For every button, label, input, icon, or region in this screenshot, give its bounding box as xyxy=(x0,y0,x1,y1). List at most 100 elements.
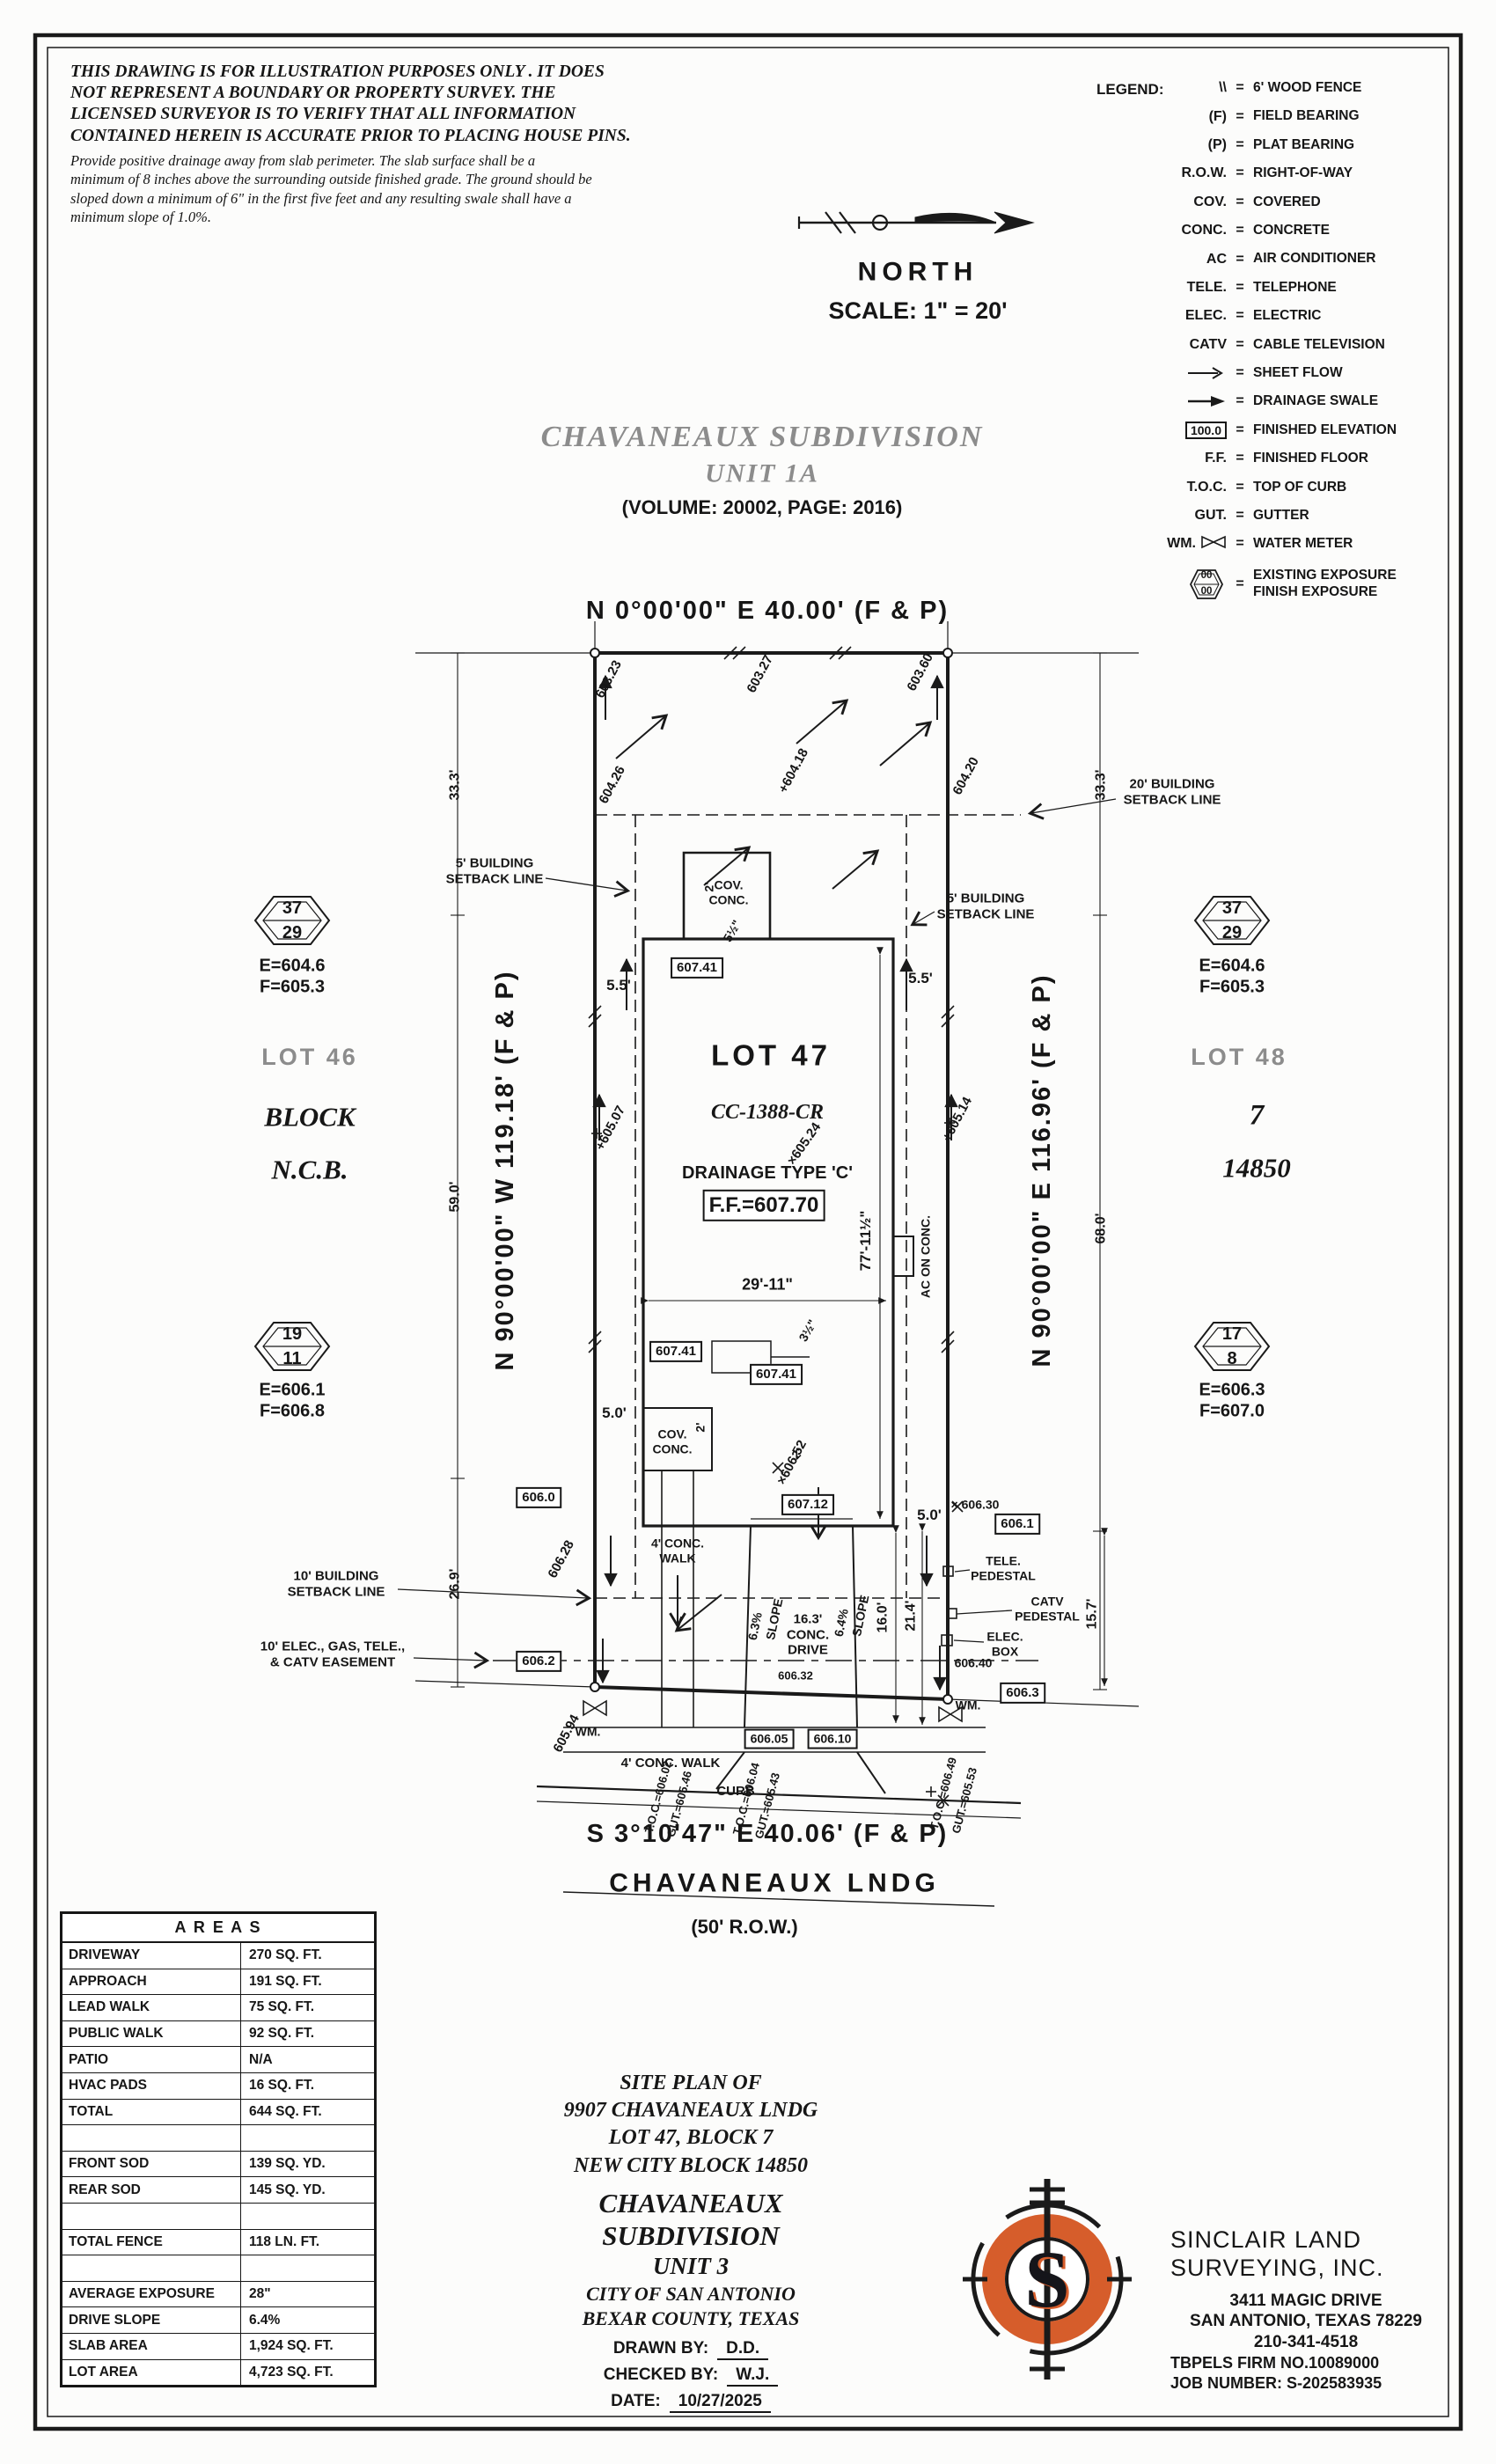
finished-elevation: 606.05 xyxy=(744,1728,795,1749)
areas-row-value: 191 SQ. FT. xyxy=(249,1973,322,1989)
legend-text-icon: CONC. xyxy=(1181,223,1227,238)
areas-row-label xyxy=(62,2255,241,2281)
exposure-finish: 11 xyxy=(282,1349,302,1369)
finished-elevation: 607.12 xyxy=(781,1493,834,1516)
areas-row-label: SLAB AREA xyxy=(62,2333,241,2359)
finished-elevation: 607.41 xyxy=(671,957,723,979)
date-label: DATE: xyxy=(611,2392,661,2411)
spot-elevation: ×606.52 xyxy=(774,1437,810,1487)
areas-row-value xyxy=(241,2204,374,2229)
spot-elevation: × 606.30 xyxy=(950,1497,1000,1512)
legend: LEGEND: \\=6' WOOD FENCE(F)=FIELD BEARIN… xyxy=(1096,74,1440,610)
legend-text-icon: AC xyxy=(1206,251,1227,267)
bearing-south: S 3°10'47" E 40.06' (F & P) xyxy=(586,1819,949,1848)
water-meter-icon xyxy=(938,1705,963,1723)
areas-row-label: REAR SOD xyxy=(62,2177,241,2203)
water-meter-icon xyxy=(583,1699,607,1717)
legend-text-icon: TELE. xyxy=(1186,279,1227,295)
areas-row-label: FRONT SOD xyxy=(62,2151,241,2177)
disclaimer-primary: THIS DRAWING IS FOR ILLUSTRATION PURPOSE… xyxy=(70,62,631,145)
north-arrow-icon xyxy=(797,211,1035,234)
areas-row-value xyxy=(241,2125,374,2151)
row-label: (50' R.O.W.) xyxy=(691,1916,798,1939)
titleblock-county: BEXAR COUNTY, TEXAS xyxy=(582,2307,800,2330)
legend-equals: = xyxy=(1236,223,1244,238)
legend-equals: = xyxy=(1236,536,1244,552)
legend-description: GUTTER xyxy=(1253,507,1309,523)
areas-row-value: N/A xyxy=(249,2051,273,2067)
lot-47-label: LOT 47 xyxy=(711,1038,831,1072)
legend-equals: = xyxy=(1236,194,1244,209)
catv-pedestal-icon xyxy=(946,1608,957,1619)
exposure-hex-icons xyxy=(253,896,1271,1371)
spot-elevation: 606.32 xyxy=(778,1668,813,1683)
legend-description: EXISTING EXPOSURE FINISH EXPOSURE xyxy=(1253,568,1397,599)
surveyor-name: SINCLAIR LAND xyxy=(1170,2226,1362,2253)
exposure-finish: 8 xyxy=(1227,1349,1237,1369)
dimension-label: 5½" xyxy=(720,917,744,945)
spot-elevation: 606.40 xyxy=(954,1655,993,1670)
legend-row: AC=AIR CONDITIONER xyxy=(1096,245,1440,273)
legend-row: GUT.=GUTTER xyxy=(1096,502,1440,530)
dimension-label: 33.3' xyxy=(447,769,463,801)
bearing-east: N 90°00'00" E 116.96' (F & P) xyxy=(1027,973,1056,1368)
water-meter-label: WM. xyxy=(955,1698,981,1712)
legend-arrow-solid-icon xyxy=(1096,393,1227,409)
dimension-label: 77'-11½" xyxy=(856,1210,874,1272)
block-number: 7 xyxy=(1249,1099,1265,1132)
areas-row-label xyxy=(62,2203,241,2229)
legend-row: ELEC.=ELECTRIC xyxy=(1096,302,1440,330)
elec-box-label: ELEC. BOX xyxy=(986,1629,1023,1658)
legend-equals: = xyxy=(1236,108,1244,124)
legend-text-icon: GUT. xyxy=(1194,508,1227,524)
legend-equals: = xyxy=(1236,451,1244,466)
slope-label: 6.4% xyxy=(831,1607,851,1639)
spot-elevation: 604.20 xyxy=(950,754,982,798)
slope-label: SLOPE xyxy=(848,1594,872,1638)
legend-description: RIGHT-OF-WAY xyxy=(1253,165,1353,181)
legend-description: TELEPHONE xyxy=(1253,279,1337,295)
legend-text-icon: T.O.C. xyxy=(1186,479,1227,495)
spot-elevation: 603.23 xyxy=(592,657,625,701)
legend-text-icon: (F) xyxy=(1208,108,1227,124)
leader-lines xyxy=(397,798,1117,1669)
legend-description: ELECTRIC xyxy=(1253,308,1322,324)
areas-row-value: 75 SQ. FT. xyxy=(249,1999,315,2015)
drive-label: 16.3' CONC. DRIVE xyxy=(786,1611,830,1658)
setback-label: 5' BUILDING SETBACK LINE xyxy=(936,891,1035,921)
areas-row-value: 270 SQ. FT. xyxy=(249,1947,322,1963)
legend-description: 6' WOOD FENCE xyxy=(1253,80,1362,96)
areas-row-value xyxy=(241,2255,374,2281)
spot-elevation: 606.28 xyxy=(545,1537,577,1581)
legend-row: TELE.=TELEPHONE xyxy=(1096,274,1440,302)
areas-row-label: LOT AREA xyxy=(62,2359,241,2386)
dimension-label: 29'-11" xyxy=(742,1275,793,1294)
date-value: 10/27/2025 xyxy=(669,2392,771,2414)
legend-equals: = xyxy=(1236,422,1244,437)
tele-pedestal-icon xyxy=(942,1566,954,1577)
dimension-label: 2' xyxy=(693,1422,708,1433)
legend-row: 00 00=EXISTING EXPOSURE FINISH EXPOSURE xyxy=(1096,559,1440,610)
north-label: NORTH xyxy=(857,257,979,287)
ncb-number: 14850 xyxy=(1222,1152,1291,1184)
legend-equals: = xyxy=(1236,165,1244,181)
areas-row-label: LEAD WALK xyxy=(62,1995,241,2020)
covered-concrete-label: COV. CONC. xyxy=(652,1426,693,1456)
titleblock-line: NEW CITY BLOCK 14850 xyxy=(573,2153,809,2177)
drainage-type: DRAINAGE TYPE 'C' xyxy=(682,1163,853,1184)
exposure-elevations: E=604.6 F=605.3 xyxy=(1199,956,1265,996)
surveyor-firm-number: TBPELS FIRM NO.10089000 xyxy=(1170,2353,1380,2372)
exposure-elevations: E=606.3 F=607.0 xyxy=(1199,1380,1265,1420)
subdivision-title: CHAVANEAUX SUBDIVISION xyxy=(540,420,984,453)
exposure-existing: 17 xyxy=(1221,1324,1243,1345)
legend-row: (F)=FIELD BEARING xyxy=(1096,102,1440,130)
street-name: CHAVANEAUX LNDG xyxy=(609,1868,940,1898)
spot-elevation: ×605.24 xyxy=(784,1119,825,1169)
exposure-existing: 37 xyxy=(1221,898,1243,919)
